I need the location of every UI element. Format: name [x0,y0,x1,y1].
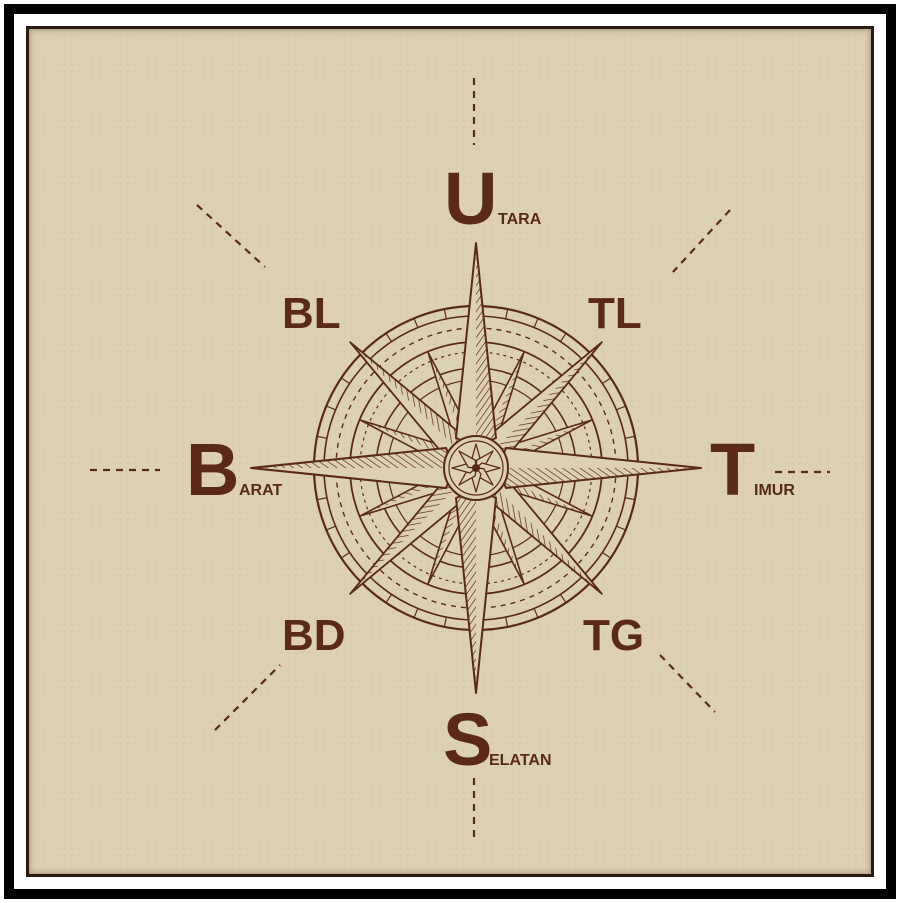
guide-northeast [673,210,730,272]
label-south-rest: ELATAN [489,752,552,769]
label-south-initial: S [443,698,492,781]
label-east-initial: T [710,428,755,511]
label-west-rest: ARAT [239,482,282,499]
label-northeast: TL [588,289,642,338]
label-east-rest: IMUR [754,482,795,499]
label-west-initial: B [186,428,239,511]
label-northwest: BL [282,289,341,338]
label-southwest: BD [282,611,346,660]
guide-southwest [215,665,280,730]
guide-southeast [660,655,715,712]
label-southeast: TG [583,611,644,660]
guide-northwest [197,205,265,267]
label-north-rest: TARA [498,211,542,228]
label-north-initial: U [444,157,497,240]
